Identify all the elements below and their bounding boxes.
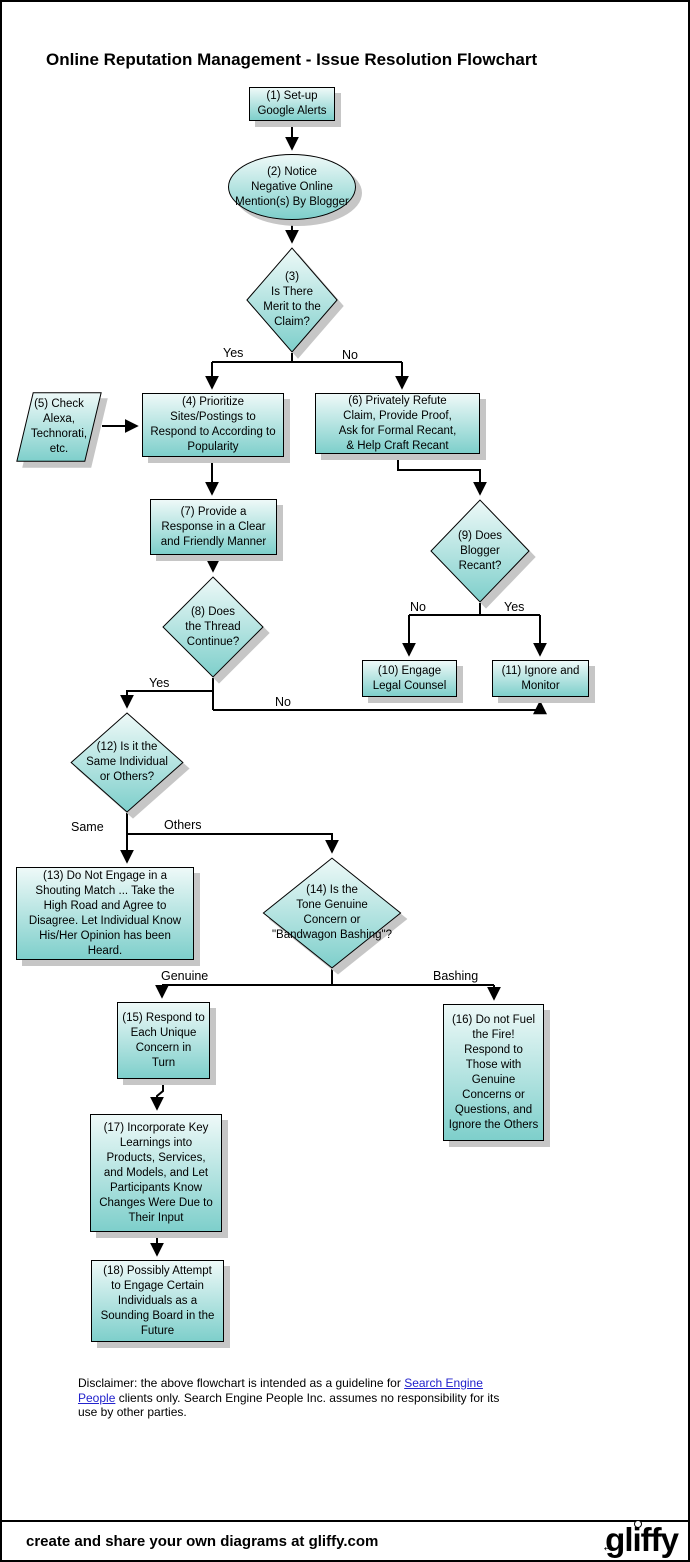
disclaimer-after-link: clients only. Search Engine People Inc. … xyxy=(78,1390,500,1420)
edge-label-merit-yes: Yes xyxy=(223,346,244,360)
node-3-merit-decision: (3) Is There Merit to the Claim? xyxy=(246,247,338,353)
edge-label-thread-yes: Yes xyxy=(149,676,170,690)
parallelogram-shape xyxy=(16,392,102,462)
node-15-respond-each-concern: (15) Respond to Each Unique Concern in T… xyxy=(117,1002,210,1079)
edge-label-bashing: Bashing xyxy=(433,969,479,983)
node-9-blogger-recant-decision: (9) Does Blogger Recant? xyxy=(430,499,530,603)
node-12-same-individual-decision: (12) Is it the Same Individual or Others… xyxy=(70,712,184,813)
disclaimer-text: Disclaimer: the above flowchart is inten… xyxy=(78,1376,514,1420)
node-11-ignore-and-monitor: (11) Ignore and Monitor xyxy=(492,660,589,697)
search-engine-people-link[interactable]: Search Engine People xyxy=(78,1376,483,1405)
edge-label-recant-yes: Yes xyxy=(504,600,525,614)
diamond-shape xyxy=(262,857,402,969)
diamond-shape xyxy=(162,576,264,678)
edge-label-genuine: Genuine xyxy=(161,969,209,983)
node-8-thread-continue-decision: (8) Does the Thread Continue? xyxy=(162,576,264,678)
diamond-shape xyxy=(430,499,530,603)
node-13-do-not-engage-shouting-match: (13) Do Not Engage in a Shouting Match .… xyxy=(16,867,194,960)
node-4-prioritize-sites: (4) Prioritize Sites/Postings to Respond… xyxy=(142,393,284,457)
node-18-engage-sounding-board: (18) Possibly Attempt to Engage Certain … xyxy=(91,1260,224,1342)
edge-label-same: Same xyxy=(71,820,104,834)
node-2-notice-negative-mentions: (2) Notice Negative Online Mention(s) By… xyxy=(228,154,356,220)
edge-label-recant-no: No xyxy=(410,600,426,614)
edge-label-thread-no: No xyxy=(275,695,291,709)
diamond-shape xyxy=(246,247,338,353)
gliffy-logo-arrow-icon: ← xyxy=(601,1538,615,1554)
disclaimer-before-link: Disclaimer: the above flowchart is inten… xyxy=(78,1376,405,1390)
gliffy-logo-text: gliffy xyxy=(605,1521,679,1558)
gliffy-logo-ring-icon xyxy=(634,1520,643,1528)
node-7-provide-response: (7) Provide a Response in a Clear and Fr… xyxy=(150,499,277,555)
node-17-incorporate-key-learnings: (17) Incorporate Key Learnings into Prod… xyxy=(90,1114,222,1232)
diamond-shape xyxy=(70,712,184,813)
edge-label-others: Others xyxy=(164,818,202,832)
node-16-do-not-fuel-fire: (16) Do not Fuel the Fire! Respond to Th… xyxy=(443,1004,544,1141)
node-6-privately-refute: (6) Privately Refute Claim, Provide Proo… xyxy=(315,393,480,454)
page-title: Online Reputation Management - Issue Res… xyxy=(46,50,538,69)
footer-tagline: create and share your own diagrams at gl… xyxy=(26,1532,379,1550)
edge-label-merit-no: No xyxy=(342,348,358,362)
gliffy-logo[interactable]: gliffy ← xyxy=(601,1520,679,1558)
node-10-engage-legal-counsel: (10) Engage Legal Counsel xyxy=(362,660,457,697)
footer-bar: create and share your own diagrams at gl… xyxy=(2,1520,688,1560)
node-14-tone-decision: (14) Is the Tone Genuine Concern or "Ban… xyxy=(262,857,402,969)
node-1-setup-google-alerts: (1) Set-up Google Alerts xyxy=(249,87,335,121)
node-5-check-alexa-technorati: (5) Check Alexa, Technorati, etc. xyxy=(16,392,102,462)
